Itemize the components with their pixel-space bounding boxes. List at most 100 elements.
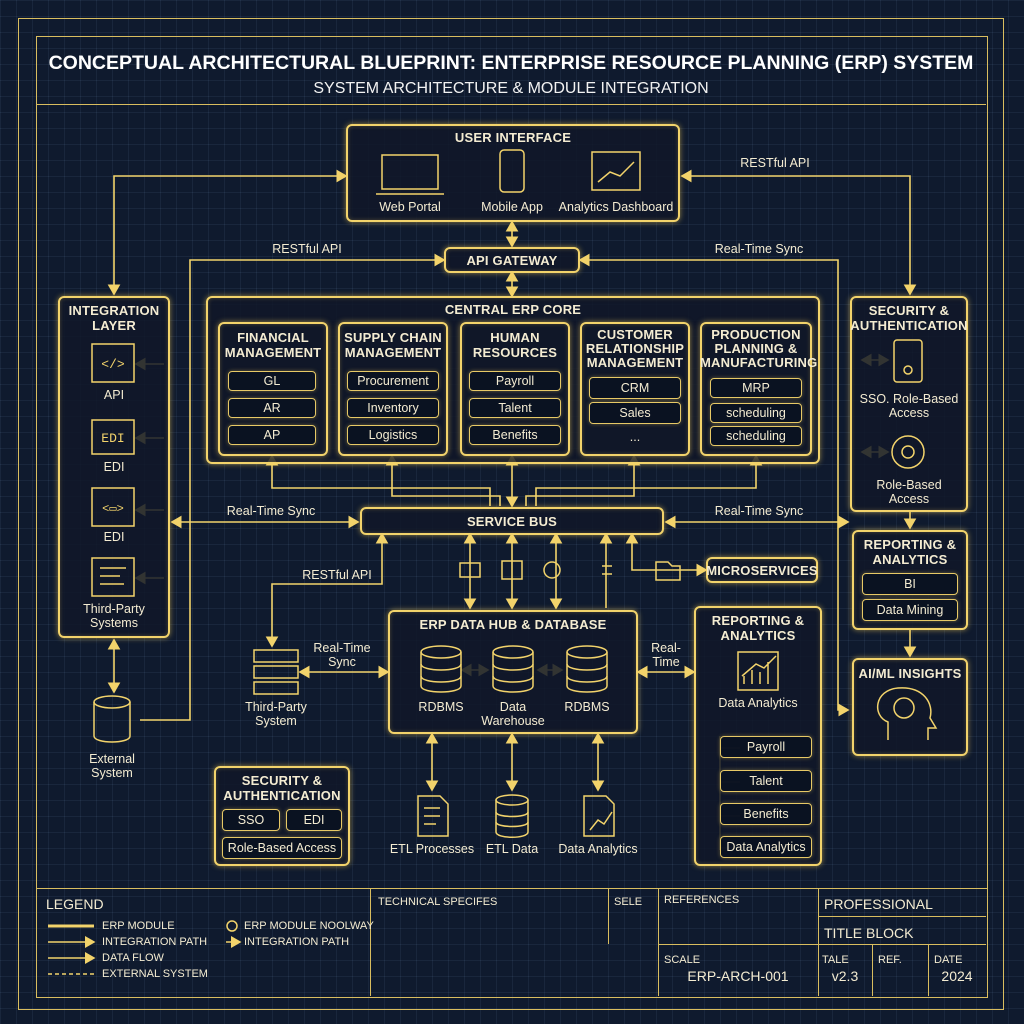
module-production-item[interactable]: MRP [710,378,802,398]
module-financial-item[interactable]: GL [228,371,316,391]
restful-mid-label: RESTful API [302,568,372,582]
ui-to-security-path [680,169,917,296]
module-crm-item[interactable]: CRM [589,377,681,399]
tale-label: TALE [822,954,849,966]
module-production-title: PRODUCTION PLANNING & MANUFACTURING [700,327,818,370]
integration-edi-label[interactable]: EDI [103,460,125,474]
security-sso-label[interactable]: SSO. Role-Based Access [859,392,959,420]
web-portal-icon [381,154,439,190]
tech-spec-label: TECHNICAL SPECIFES [378,896,498,908]
security-left-rba[interactable]: Role-Based Access [222,837,342,859]
title-block-hrule-1 [818,916,986,917]
svg-text:</>: </> [101,357,125,372]
legend-row: INTEGRATION PATH [244,936,350,948]
integration-layer-title: INTEGRATION LAYER [68,303,160,333]
reporting-mid-item[interactable]: Data Analytics [720,836,812,858]
version-value: v2.3 [831,968,859,984]
gateway-left-path [140,253,446,721]
bus-to-microservices-path [625,532,708,577]
reporting-bi-item[interactable]: BI [862,573,958,595]
module-supply-chain-item[interactable]: Procurement [347,371,439,391]
legend-row: INTEGRATION PATH [102,936,208,948]
bus-icon-1 [459,562,481,578]
sele-label: SELE [614,896,643,908]
data-analytics-label[interactable]: Data Analytics [558,842,638,856]
etl-data-label[interactable]: ETL Data [485,842,539,856]
module-financial-item[interactable]: AR [228,398,316,418]
document-lock-icon [893,339,923,383]
web-portal-label[interactable]: Web Portal [379,200,441,214]
legend-row: DATA FLOW [102,952,164,964]
page-subtitle: SYSTEM ARCHITECTURE & MODULE INTEGRATION [313,80,709,97]
reporting-mid-chart-label: Data Analytics [718,696,798,710]
module-financial-title: FINANCIAL MANAGEMENT [224,330,322,360]
reporting-mining-item[interactable]: Data Mining [862,599,958,621]
external-db-icon [93,695,131,743]
module-production-item[interactable]: scheduling [710,426,802,446]
reporting-mid-title: REPORTING & ANALYTICS [711,613,805,643]
prod-to-bus-path [535,454,763,506]
security-right-title: SECURITY & AUTHENTICATION [850,303,968,333]
hub-rdbms-label[interactable]: RDBMS [564,700,610,714]
scale-label: SCALE [664,954,701,966]
title-block-div-1 [370,888,371,996]
module-human-resources-title: HUMAN RESOURCES [472,330,558,360]
module-supply-chain-item[interactable]: Logistics [347,425,439,445]
bus-icon-4 [602,565,612,575]
mobile-app-icon [499,149,525,193]
references-label: REFERENCES [664,894,740,906]
reporting-mid-item[interactable]: Payroll [720,736,812,758]
third-party-system-label[interactable]: Third-Party System [245,700,307,728]
bus-icon-3 [543,561,561,579]
legend-row: EXTERNAL SYSTEM [102,968,208,980]
title-block-div-2 [658,888,659,996]
hub-warehouse-label[interactable]: Data Warehouse [481,700,545,728]
security-left-edi[interactable]: EDI [286,809,342,831]
user-interface-title: USER INTERFACE [454,130,572,145]
title-block-hrule-2 [658,944,986,945]
api-gateway-box[interactable] [444,247,580,273]
reporting-mid-item[interactable]: Benefits [720,803,812,825]
security-left-sso[interactable]: SSO [222,809,280,831]
legend-row: ERP MODULE NOOLWAY [244,920,374,932]
integration-edi-label[interactable]: EDI [103,530,125,544]
module-crm-item: ... [629,430,641,444]
realtime-right-label: Real-Time Sync [714,504,804,518]
reporting-mid-item[interactable]: Talent [720,770,812,792]
title-block-label: TITLE BLOCK [824,925,914,941]
module-financial-item[interactable]: AP [228,425,316,445]
module-hr-item[interactable]: Talent [469,398,561,418]
title-block-frame [36,888,988,998]
fin-to-bus-path [265,454,491,506]
integration-third-party-label[interactable]: Third-Party Systems [83,602,145,630]
module-crm-item[interactable]: Sales [589,402,681,424]
mobile-app-label[interactable]: Mobile App [481,200,543,214]
legend-row: ERP MODULE [102,920,175,932]
scm-to-bus-path [385,454,501,506]
external-system-label[interactable]: External System [89,752,135,780]
edi-code-icon [91,487,135,527]
module-supply-chain-item[interactable]: Inventory [347,398,439,418]
realtime-left-label: Real-Time Sync [226,504,316,518]
database-icon [420,645,462,693]
service-bus-label: SERVICE BUS [466,514,558,529]
central-erp-core-title: CENTRAL ERP CORE [444,302,582,317]
module-production-item[interactable]: scheduling [710,403,802,423]
integration-api-label[interactable]: API [103,388,125,402]
analytics-dashboard-label[interactable]: Analytics Dashboard [558,200,674,214]
service-bus-box[interactable] [360,507,664,535]
security-rba-label[interactable]: Role-Based Access [876,478,942,506]
hub-rdbms-label[interactable]: RDBMS [418,700,464,714]
data-analytics-icon [583,795,615,837]
ai-ml-title: AI/ML INSIGHTS [858,666,962,681]
module-hr-item[interactable]: Payroll [469,371,561,391]
etl-processes-label[interactable]: ETL Processes [389,842,475,856]
microservices-box[interactable] [706,557,818,583]
ai-ml-box [852,658,968,756]
module-supply-chain-title: SUPPLY CHAIN MANAGEMENT [344,330,442,360]
module-hr-item[interactable]: Benefits [469,425,561,445]
